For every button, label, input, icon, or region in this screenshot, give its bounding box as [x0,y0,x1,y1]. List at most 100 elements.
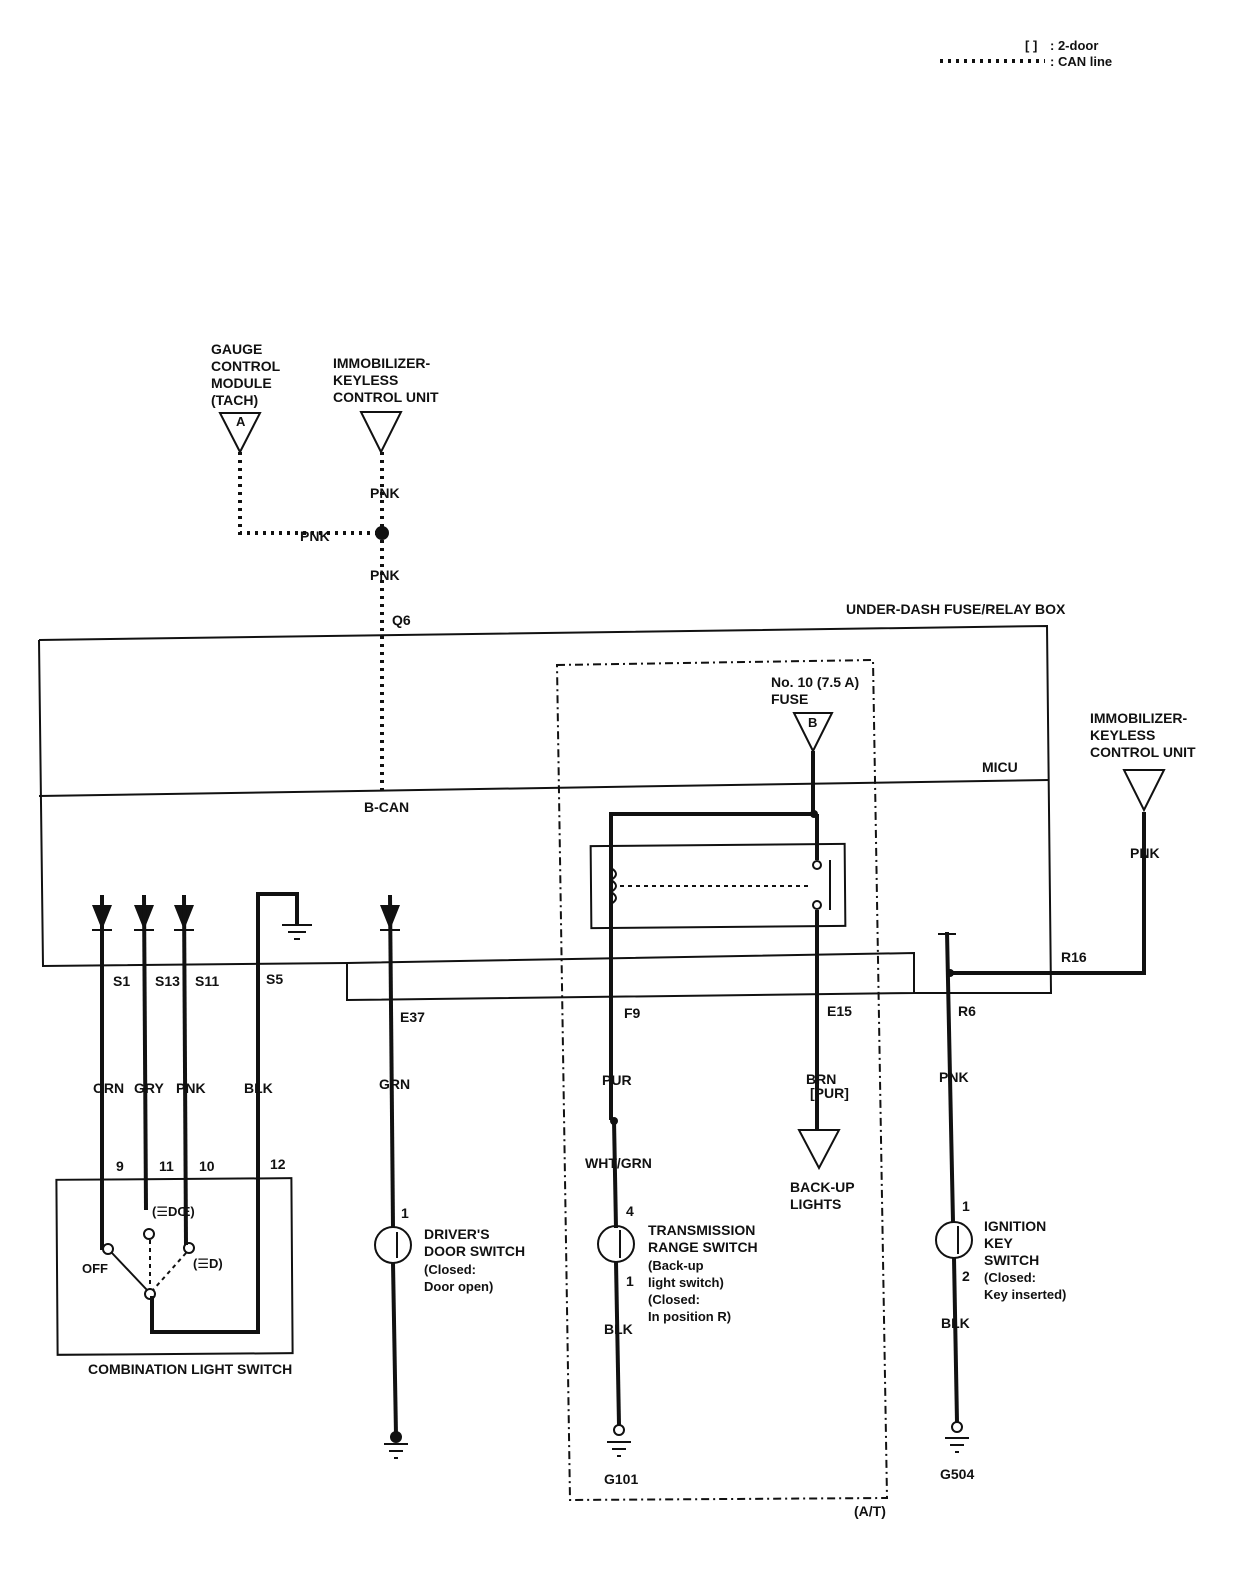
combination-light-switch-label: COMBINATION LIGHT SWITCH [88,1361,292,1377]
door-switch-label-4: Door open) [424,1279,493,1294]
g101-point [613,1424,625,1436]
immobilizer-right-connector-symbol [1122,769,1166,813]
wire-pnk-right: PNK [1130,845,1160,861]
connector-s13: S13 [155,973,180,989]
micu-divider [38,779,1050,797]
combination-light-switch-box [55,1177,294,1356]
immobilizer-top-label-2: KEYLESS [333,372,398,388]
wire-s5 [150,892,299,1334]
pin-sw-9: 9 [116,1158,124,1174]
wire-wht-grn-label: WHT/GRN [585,1155,652,1171]
ground-g504: G504 [940,1466,974,1482]
fuse-connector-letter: B [808,715,817,730]
drivers-door-switch-wiring [374,894,412,1459]
switch-dashed-2 [152,1252,187,1291]
g504-point [951,1421,963,1433]
wire-orn: ORN [93,1080,124,1096]
wire-blk-switch: BLK [244,1080,273,1096]
pin-sw-12: 12 [270,1156,286,1172]
wire-ign-ground [952,1257,959,1423]
fuse-connector-symbol [792,712,834,754]
immobilizer-top-label-1: IMMOBILIZER- [333,355,431,371]
relay-contact-1 [812,860,822,870]
switch-terminal-pos2 [183,1242,195,1254]
ignition-label-1: IGNITION [984,1218,1046,1234]
door-switch-label-2: DOOR SWITCH [424,1243,525,1259]
transmission-switch-symbol [597,1225,635,1263]
ignition-key-switch-wiring [935,812,1146,1453]
wire-pnk-left: PNK [300,528,330,544]
gauge-connector-symbol [218,412,262,455]
legend-can-meaning: : CAN line [1050,54,1112,69]
can-splice-point [375,526,389,540]
pin-door-1: 1 [401,1205,409,1221]
wire-blk-trs: BLK [604,1321,633,1337]
back-up-lights-label-1: BACK-UP [790,1179,855,1195]
wire-pnk-switch: PNK [176,1080,206,1096]
connector-f9: F9 [624,1005,641,1021]
trs-label-5: (Closed: [648,1292,700,1307]
back-up-lights-label-2: LIGHTS [790,1196,841,1212]
switch-terminal-off [102,1243,114,1255]
switch-terminal-pos1 [143,1228,155,1240]
immobilizer-right: IMMOBILIZER- KEYLESS CONTROL UNIT PNK [1090,710,1196,861]
connector-e37: E37 [400,1009,425,1025]
pin-trs-1: 1 [626,1273,634,1289]
under-dash-box-label: UNDER-DASH FUSE/RELAY BOX [846,601,1066,617]
wire-pnk-top: PNK [370,485,400,501]
gauge-label-1: GAUGE [211,341,262,357]
connector-r6: R6 [958,1003,976,1019]
wire-pur: PUR [602,1072,632,1088]
legend-bracket-meaning: : 2-door [1050,38,1098,53]
ignition-label-2: KEY [984,1235,1013,1251]
switch-pos2-label: (☰D) [193,1256,223,1271]
wire-r16 [950,812,1146,975]
connector-r16: R16 [1061,949,1087,965]
wire-e37 [388,894,395,1229]
relay-feed-wire [609,751,815,1120]
bcan-label: B-CAN [364,799,409,815]
pin-ign-1: 1 [962,1198,970,1214]
trs-label-6: In position R) [648,1309,731,1324]
gauge-label-4: (TACH) [211,392,258,408]
legend: [ ] : 2-door : CAN line [940,38,1112,69]
wire-s13 [142,894,148,1211]
fuse-10: No. 10 (7.5 A) FUSE B [771,674,859,754]
immobilizer-right-label-1: IMMOBILIZER- [1090,710,1188,726]
connector-s11: S11 [195,973,219,989]
immobilizer-top-label-3: CONTROL UNIT [333,389,439,405]
immobilizer-top: IMMOBILIZER- KEYLESS CONTROL UNIT [333,355,439,455]
relay-contact-2 [812,900,822,910]
gauge-label-3: MODULE [211,375,272,391]
relay-coil [609,867,617,905]
wire-blk-ign: BLK [941,1315,970,1331]
ground-g101: G101 [604,1471,638,1487]
trs-label-3: (Back-up [648,1258,704,1273]
door-switch-label-3: (Closed: [424,1262,476,1277]
door-switch-symbol [374,1226,412,1264]
ignition-label-3: SWITCH [984,1252,1039,1268]
trs-label-2: RANGE SWITCH [648,1239,758,1255]
switch-off-label: OFF [82,1261,108,1276]
transmission-range-switch-wiring [597,1117,635,1457]
immobilizer-top-connector-symbol [359,411,403,455]
legend-bracket-symbol: [ ] [1025,38,1037,53]
immobilizer-right-label-3: CONTROL UNIT [1090,744,1196,760]
pin-sw-11: 11 [159,1158,174,1174]
switch-pos1-label: (☰DŒ) [152,1204,195,1219]
wire-trs-ground [614,1261,621,1426]
gauge-control-module: GAUGE CONTROL MODULE (TACH) A [211,341,281,455]
back-up-lights-symbol [797,1129,841,1171]
micu-label: MICU [982,759,1018,775]
pin-sw-10: 10 [199,1158,215,1174]
wire-s11 [182,894,188,1246]
at-boundary [555,658,889,1502]
gauge-connector-letter: A [236,414,246,429]
r16-junction [946,969,954,977]
ignition-label-4: (Closed: [984,1270,1036,1285]
immobilizer-right-label-2: KEYLESS [1090,727,1155,743]
wire-brn: BRN [806,1071,836,1087]
wire-r6 [945,931,955,1223]
wire-wht-grn [612,1119,618,1229]
at-label: (A/T) [854,1503,886,1519]
